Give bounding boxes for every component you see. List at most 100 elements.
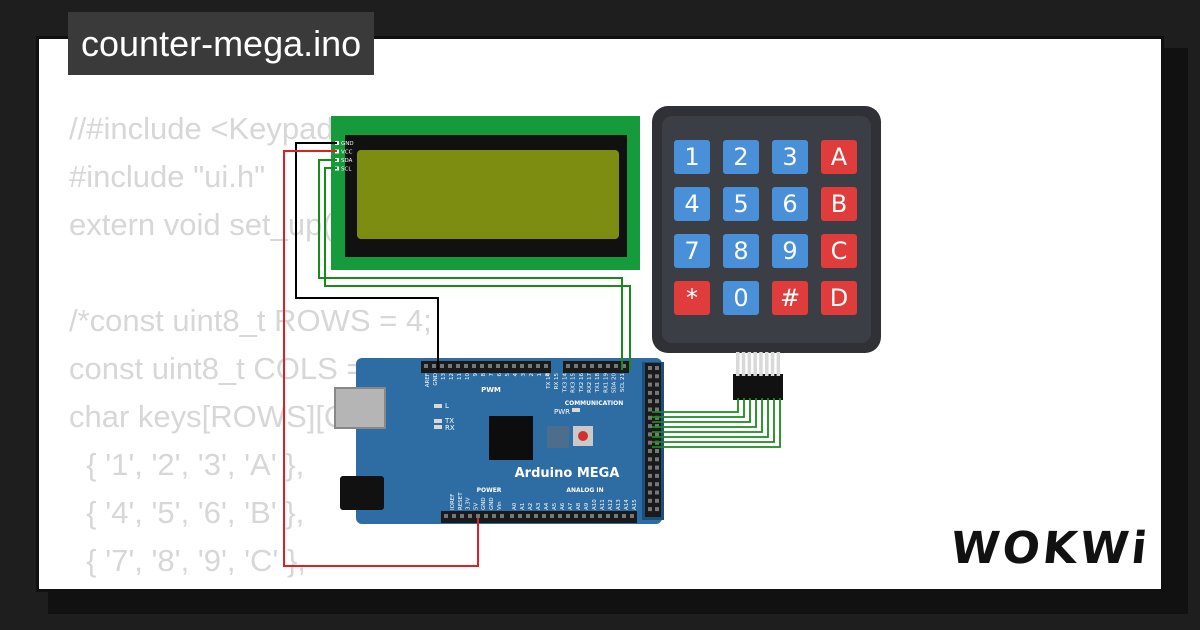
header-pin[interactable] (655, 490, 659, 495)
header-pin[interactable] (488, 364, 492, 368)
header-pin[interactable] (655, 390, 659, 395)
header-pin[interactable] (424, 364, 428, 368)
keypad-wire[interactable] (652, 398, 775, 443)
header-pin[interactable] (472, 364, 476, 368)
header-pin[interactable] (544, 364, 548, 368)
header-pin[interactable] (648, 473, 652, 478)
header-pin[interactable] (614, 364, 618, 368)
header-pin[interactable] (460, 514, 464, 518)
header-pin[interactable] (582, 514, 586, 518)
header-pin[interactable] (655, 382, 659, 387)
header-pin[interactable] (614, 514, 618, 518)
keypad-key[interactable] (821, 187, 857, 221)
header-pin[interactable] (526, 514, 530, 518)
keypad-connector[interactable] (733, 374, 783, 400)
header-pin[interactable] (655, 449, 659, 453)
header-pin[interactable] (512, 364, 516, 368)
keypad-key[interactable] (821, 140, 857, 174)
keypad-key[interactable] (772, 281, 808, 315)
header-pin[interactable] (622, 364, 626, 368)
header-pin[interactable] (558, 514, 562, 518)
wire-vcc[interactable] (283, 150, 479, 567)
header-pin[interactable] (655, 399, 659, 404)
header-pin[interactable] (452, 514, 456, 518)
header-pin[interactable] (542, 514, 546, 518)
header-pin[interactable] (606, 514, 610, 518)
wire-gnd[interactable] (295, 142, 439, 370)
power-jack[interactable] (340, 476, 384, 510)
keypad-wire[interactable] (652, 398, 751, 423)
header-pin[interactable] (655, 432, 659, 437)
wire-sda[interactable] (318, 159, 623, 370)
header-pin[interactable] (518, 514, 522, 518)
header-pin[interactable] (655, 482, 659, 487)
header-pin[interactable] (520, 364, 524, 368)
header-pin[interactable] (648, 482, 652, 487)
header-pin[interactable] (510, 514, 514, 518)
header-pin[interactable] (655, 465, 659, 470)
keypad-wire[interactable] (652, 398, 757, 428)
keypad-key[interactable] (723, 281, 759, 315)
keypad-key[interactable] (674, 234, 710, 268)
header-pin[interactable] (598, 364, 602, 368)
keypad-key[interactable] (674, 281, 710, 315)
header-pin[interactable] (648, 432, 652, 437)
header-pin[interactable] (456, 364, 460, 368)
header-pin[interactable] (582, 364, 586, 368)
header-pin[interactable] (534, 514, 538, 518)
usb-port[interactable] (334, 387, 386, 429)
keypad-wire[interactable] (652, 398, 745, 418)
keypad-key[interactable] (723, 187, 759, 221)
header-pin[interactable] (566, 364, 570, 368)
keypad-wire[interactable] (652, 398, 739, 413)
header-pin[interactable] (448, 364, 452, 368)
header-pin[interactable] (648, 507, 652, 512)
header-pin[interactable] (648, 457, 652, 462)
header-pin[interactable] (574, 514, 578, 518)
header-pin[interactable] (648, 382, 652, 387)
header-pin[interactable] (484, 514, 488, 518)
header-pin[interactable] (550, 514, 554, 518)
header-pin[interactable] (598, 514, 602, 518)
keypad-wire[interactable] (652, 398, 763, 433)
header-pin[interactable] (648, 449, 652, 453)
header-pin[interactable] (655, 473, 659, 478)
header-pin[interactable] (622, 514, 626, 518)
header-pin[interactable] (648, 440, 652, 445)
header-pin[interactable] (492, 514, 496, 518)
header-pin[interactable] (655, 407, 659, 412)
header-pin[interactable] (566, 514, 570, 518)
header-pin[interactable] (590, 514, 594, 518)
keypad-key[interactable] (772, 187, 808, 221)
keypad-key[interactable] (674, 187, 710, 221)
header-pin[interactable] (464, 364, 468, 368)
header-pin[interactable] (648, 465, 652, 470)
keypad-key[interactable] (821, 281, 857, 315)
header-pin[interactable] (655, 507, 659, 512)
header-pin[interactable] (648, 399, 652, 404)
keypad-key[interactable] (674, 140, 710, 174)
keypad-key[interactable] (821, 234, 857, 268)
header-pin[interactable] (648, 415, 652, 420)
header-pin[interactable] (630, 514, 634, 518)
keypad-wires[interactable] (652, 398, 781, 448)
header-pin[interactable] (648, 424, 652, 429)
header-pin[interactable] (648, 407, 652, 412)
header-pin[interactable] (648, 498, 652, 503)
keypad-key[interactable] (772, 140, 808, 174)
header-pin[interactable] (648, 390, 652, 395)
header-pin[interactable] (500, 514, 504, 518)
header-pin[interactable] (476, 514, 480, 518)
keypad-key[interactable] (723, 140, 759, 174)
header-pin[interactable] (536, 364, 540, 368)
header-pin[interactable] (655, 374, 659, 379)
header-pin[interactable] (468, 514, 472, 518)
wire-scl[interactable] (324, 167, 631, 370)
header-pin[interactable] (444, 514, 448, 518)
keypad-wire[interactable] (652, 398, 781, 448)
wires[interactable] (283, 142, 781, 567)
header-pin[interactable] (496, 364, 500, 368)
header-pin[interactable] (574, 364, 578, 368)
